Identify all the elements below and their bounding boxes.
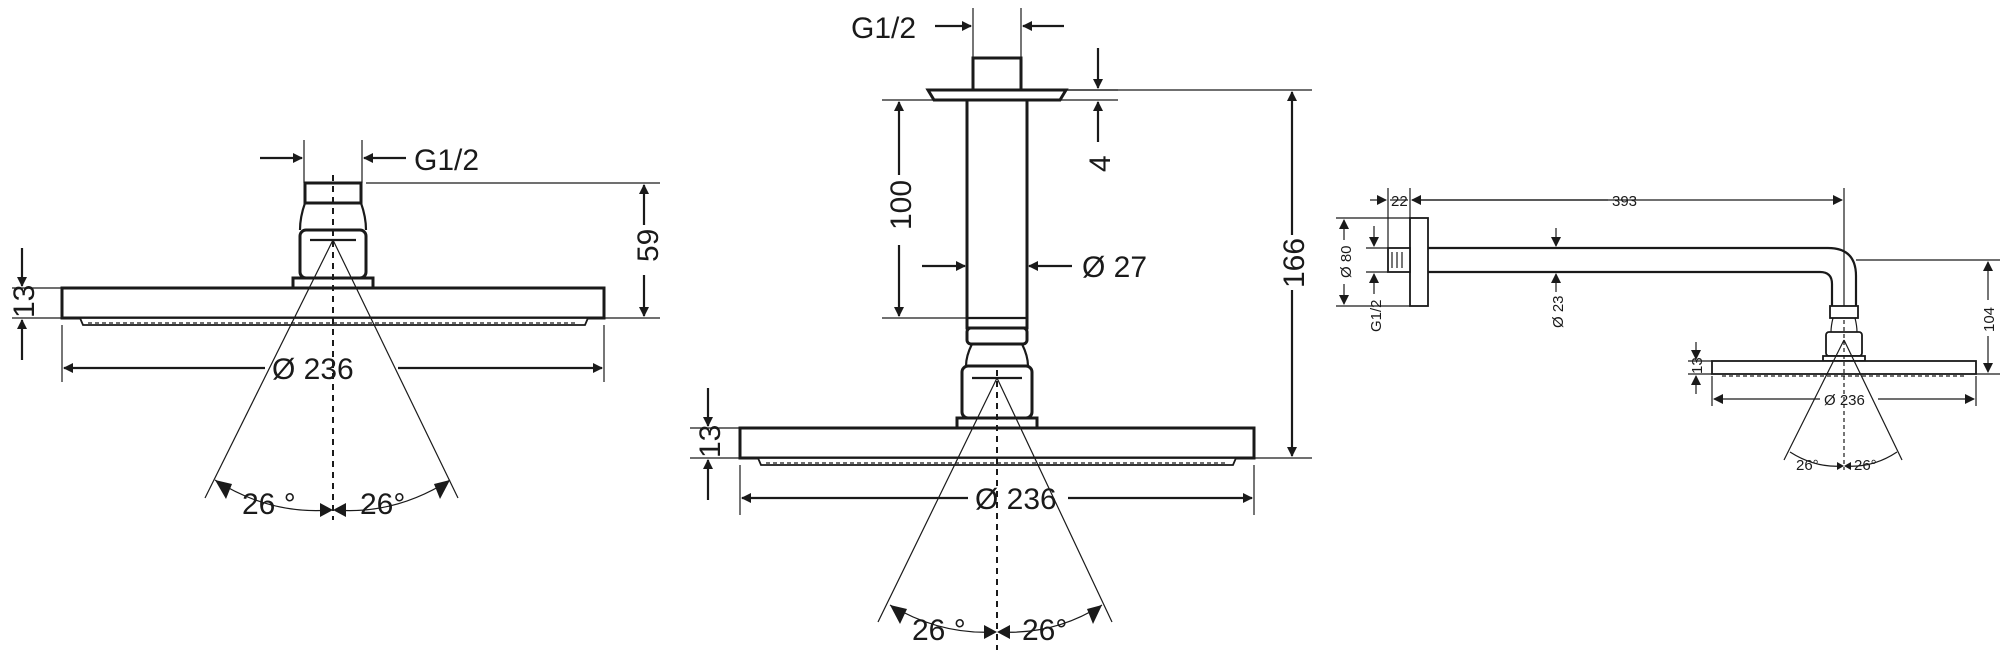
right-wall-rosette	[1409, 217, 1429, 307]
right-angle-right-label: 26°	[1854, 457, 1877, 474]
right-wall-offset-label: 22	[1391, 193, 1408, 210]
middle-total-height-label: 166	[1278, 238, 1311, 288]
middle-pipe-length-label: 100	[885, 180, 918, 230]
middle-flange-gap-label: 4	[1084, 155, 1117, 172]
right-drop-height-label: 104	[1981, 307, 1998, 332]
left-thread-label: G1/2	[414, 144, 479, 177]
middle-pipe	[965, 98, 1029, 330]
left-angle-right-label: 26°	[360, 488, 405, 521]
middle-angle-left-label: 26 °	[912, 614, 966, 647]
middle-angle-right-label: 26°	[1022, 614, 1067, 647]
middle-diameter-label: Ø 236	[975, 483, 1057, 516]
left-angle-left-label: 26 °	[242, 488, 296, 521]
right-rosette-diameter-label: Ø 80	[1338, 245, 1355, 278]
right-shower-plate	[1711, 360, 1977, 375]
right-diameter-label: Ø 236	[1824, 392, 1865, 409]
left-height-label: 59	[632, 229, 665, 262]
left-diameter-label: Ø 236	[272, 353, 354, 386]
middle-thickness-label: 13	[694, 425, 727, 458]
left-thickness-label: 13	[8, 285, 41, 318]
middle-view: G1/2 4 100 Ø 27 166 13 Ø 236	[690, 8, 1312, 650]
right-thread-label: G1/2	[1368, 299, 1385, 332]
right-view: 22 393 Ø 80 G1/2 Ø 23 104 13	[1336, 188, 2000, 474]
right-arm-diameter-label: Ø 23	[1550, 295, 1567, 328]
middle-shower-plate	[738, 426, 1256, 460]
left-view: G1/2 59 13 Ø 236 26 ° 26°	[8, 140, 665, 521]
right-thickness-label: 13	[1689, 357, 1706, 374]
right-shower-arm	[1428, 246, 1858, 306]
left-shower-plate	[60, 286, 606, 320]
middle-pipe-diameter-label: Ø 27	[1082, 251, 1147, 284]
middle-thread-label: G1/2	[851, 12, 916, 45]
middle-thread-stub	[971, 56, 1023, 92]
right-arm-length-label: 393	[1612, 193, 1637, 210]
right-angle-left-label: 26°	[1796, 457, 1819, 474]
